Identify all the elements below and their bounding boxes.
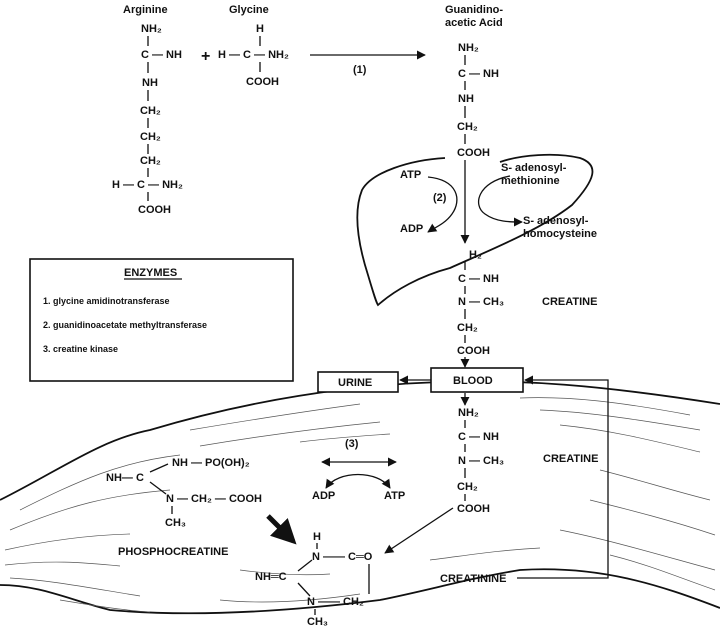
- blood-box: BLOOD: [430, 367, 524, 393]
- creatine-muscle-nh2: NH₂: [458, 407, 479, 419]
- compartments-urine: URINE: [338, 377, 372, 389]
- creatinine-ch3: CH₃: [307, 616, 328, 627]
- arginine-structure: Arginine NH₂ C — NH NH CH₂ CH₂ CH₂ H — C…: [112, 4, 183, 216]
- creatine-liver-n-ch3: N — CH₃: [458, 296, 504, 308]
- compartments-blood: BLOOD: [453, 375, 493, 387]
- liver-sah-line2: homocysteine: [523, 228, 597, 240]
- phosphocreatine-nh-c: NH— C: [106, 472, 144, 484]
- atp-label: ATP: [400, 169, 421, 181]
- enzyme-3: 3. creatine kinase: [43, 344, 118, 354]
- creatine-liver-label: CREATINE: [542, 296, 597, 308]
- step-1-label: (1): [353, 64, 367, 76]
- creatine-to-creatinine-arrow: [384, 507, 454, 554]
- guanidinoacetic-acid-label: Guanidino-: [445, 4, 503, 16]
- atp-muscle-label: ATP: [384, 490, 405, 502]
- creatine-liver-h2: H₂: [469, 249, 482, 261]
- reactants-arginine-cooh: COOH: [138, 204, 171, 216]
- creatine-muscle-c-nh: C — NH: [458, 431, 499, 443]
- enzymes-title: ENZYMES: [124, 267, 177, 279]
- creatine-muscle-ch2: CH₂: [457, 481, 478, 493]
- reactants-glycine-h-c-nh2: H — C — NH₂: [218, 49, 289, 61]
- glycine-label: Glycine: [229, 4, 269, 16]
- creatinine-n-ch2: N —— CH₂: [307, 596, 364, 608]
- creatinine-structure: H N —— C═O NH═C N —— CH₂ CH₃ CREATININE: [255, 531, 506, 627]
- reactants-arginine-c-nh: C — NH: [141, 49, 182, 61]
- adp-muscle-label: ADP: [312, 490, 335, 502]
- phosphocreatine-to-creatinine-arrow: [266, 514, 297, 545]
- glycine-structure: Glycine H H — C — NH₂ COOH: [218, 4, 289, 88]
- phosphocreatine-structure: NH— C NH — PO(OH)₂ N — CH₂ — COOH CH₃ PH…: [106, 457, 262, 558]
- creatinine-label: CREATININE: [440, 573, 506, 585]
- reactants-arginine-h-c-nh2: H — C — NH₂: [112, 179, 183, 191]
- reactants-arginine-nh2: NH₂: [141, 23, 162, 35]
- enzyme-1: 1. glycine amidinotransferase: [43, 296, 170, 306]
- creatine-liver-ch2: CH₂: [457, 322, 478, 334]
- creatinine-h: H: [313, 531, 321, 543]
- muscle-tissue: [0, 380, 720, 615]
- s-adenosylhomocysteine-label: S- adenosyl-: [523, 215, 589, 227]
- reactants-arginine-ch2-3: CH₂: [140, 155, 161, 167]
- enzymes-legend: ENZYMES 1. glycine amidinotransferase 2.…: [29, 258, 294, 382]
- guanidinoacetic-acid-cooh: COOH: [457, 147, 490, 159]
- creatine-liver-cooh: COOH: [457, 345, 490, 357]
- creatine-muscle-n-ch3: N — CH₃: [458, 455, 504, 467]
- arginine-label: Arginine: [123, 4, 168, 16]
- creatine-liver-c-nh: C — NH: [458, 273, 499, 285]
- creatinine-to-blood-path: [517, 375, 609, 579]
- phosphocreatine-ch3: CH₃: [165, 517, 186, 529]
- guanidinoacetic-acid-nh: NH: [458, 93, 474, 105]
- guanidinoacetic-acid-ch2: CH₂: [457, 121, 478, 133]
- muscle-fiber-lines: [4, 397, 716, 613]
- guanidinoacetic-acid-name-line2: acetic Acid: [445, 17, 503, 29]
- reactants-glycine-h: H: [256, 23, 264, 35]
- reactants-arginine-nh: NH: [142, 77, 158, 89]
- liver-outline: [356, 153, 594, 307]
- creatine-structure-liver: H₂ C — NH N — CH₃ CH₂ COOH CREATINE: [457, 249, 597, 357]
- reactants-glycine-cooh: COOH: [246, 76, 279, 88]
- guanidinoacetic-acid-c-nh: C — NH: [458, 68, 499, 80]
- methylation-reaction: ATP ADP (2) S- adenosyl- methionine S- a…: [400, 160, 597, 244]
- creatine-kinase-reaction: (3) ADP ATP: [312, 438, 405, 502]
- step-3-label: (3): [345, 438, 359, 450]
- urine-box: URINE: [317, 371, 399, 393]
- phosphocreatine-n-chain: N — CH₂ — COOH: [166, 493, 262, 505]
- reactants-arginine-ch2-2: CH₂: [140, 131, 161, 143]
- creatinine-n-c-o: N —— C═O: [312, 551, 373, 563]
- creatinine-nh-c: NH═C: [255, 571, 287, 583]
- creatine-muscle-label: CREATINE: [543, 453, 598, 465]
- guanidinoacetic-acid-structure: Guanidino- acetic Acid NH₂ C — NH NH CH₂…: [445, 4, 503, 159]
- enzyme-2: 2. guanidinoacetate methyltransferase: [43, 320, 207, 330]
- reactants-arginine-ch2-1: CH₂: [140, 105, 161, 117]
- creatine-structure-muscle: NH₂ C — NH N — CH₃ CH₂ COOH CREATINE: [457, 407, 598, 515]
- creatine-muscle-cooh: COOH: [457, 503, 490, 515]
- phosphocreatine-nh-po: NH — PO(OH)₂: [172, 457, 250, 469]
- liver-sam-line2: methionine: [501, 175, 560, 187]
- phosphocreatine-label: PHOSPHOCREATINE: [118, 546, 228, 558]
- guanidinoacetic-acid-nh2: NH₂: [458, 42, 479, 54]
- s-adenosylmethionine-label: S- adenosyl-: [501, 162, 567, 174]
- step-2-label: (2): [433, 192, 447, 204]
- adp-label: ADP: [400, 223, 423, 235]
- plus-sign: +: [201, 48, 210, 65]
